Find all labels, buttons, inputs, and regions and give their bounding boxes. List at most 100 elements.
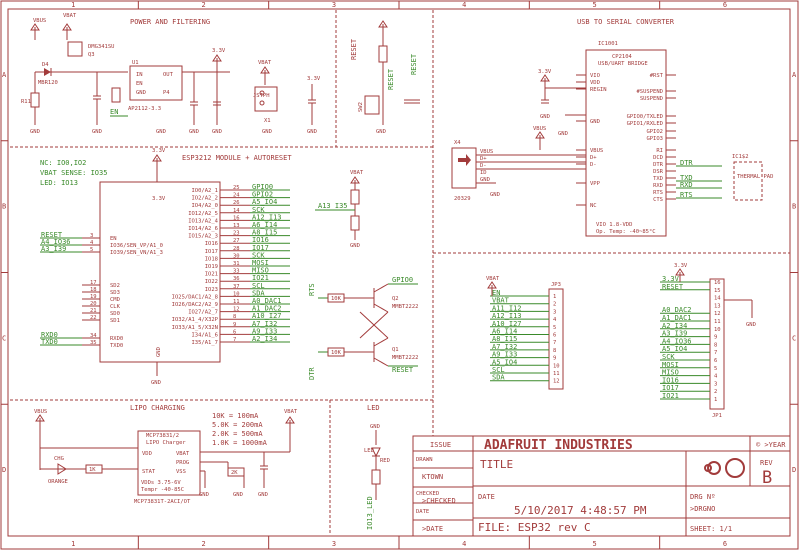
cp2104-chip bbox=[585, 49, 667, 237]
esp-gnd: GND bbox=[151, 380, 161, 386]
section-usb-title: USB TO SERIAL CONVERTER bbox=[577, 18, 675, 26]
jp1-ref: JP1 bbox=[712, 413, 722, 419]
row-label-left: B bbox=[2, 203, 6, 211]
cp2104-left-pin: VDD bbox=[590, 80, 600, 86]
jp3-pin: 8 bbox=[553, 348, 556, 354]
esp-right-net: IO16 bbox=[252, 236, 269, 244]
jp3-pin: 9 bbox=[553, 356, 556, 362]
jp1-pin: 7 bbox=[714, 350, 717, 356]
v33-cap: 3.3V bbox=[307, 76, 321, 82]
gnd-15: GND bbox=[233, 492, 243, 498]
esp-right-pin: IO0/A2_1 bbox=[192, 188, 219, 194]
esp-right-pin-num: 37 bbox=[233, 284, 240, 290]
usb-section: IC1001 CP2104 USB/UART BRIDGE VIO 1.8-VD… bbox=[451, 41, 773, 237]
mcp-sub: LIPO Charger bbox=[146, 440, 186, 446]
esp-right-pin: IO21 bbox=[205, 272, 218, 278]
usb-conn-ref: X4 bbox=[454, 140, 461, 146]
usb-v33: 3.3V bbox=[538, 69, 552, 75]
esp-right-pin-num: 8 bbox=[233, 314, 236, 320]
q1-part: MMBT2222 bbox=[392, 355, 419, 361]
jp3-pin: 11 bbox=[553, 371, 560, 377]
esp-right-pin-num: 28 bbox=[233, 246, 240, 252]
reset-title: RESET bbox=[350, 38, 358, 60]
esp-left-pin: TXD0 bbox=[110, 343, 123, 349]
gnd-2: GND bbox=[92, 129, 102, 135]
esp-right-pin: IO23 bbox=[205, 287, 218, 293]
jp1-net: IO16 bbox=[662, 376, 679, 384]
r11-ref: R11 bbox=[21, 99, 31, 105]
cp2104-right-pin: DCD bbox=[653, 155, 663, 161]
mcp73831-chip bbox=[137, 430, 201, 496]
esp-left-pin: CLK bbox=[110, 304, 121, 310]
u1-pin-out: OUT bbox=[163, 72, 174, 78]
r11-resistor bbox=[30, 92, 40, 108]
jp1-pin: 16 bbox=[714, 280, 721, 286]
drg-value: >DRGNO bbox=[690, 505, 715, 513]
section-lipo-title: LIPO CHARGING bbox=[130, 404, 185, 412]
cp2104-left-pin: VBUS bbox=[590, 148, 603, 154]
section-led-title: LED bbox=[367, 404, 380, 412]
esp-right-net: SDA bbox=[252, 289, 265, 297]
jp1-pin: 9 bbox=[714, 335, 717, 341]
u1-pin-in: IN bbox=[136, 72, 143, 78]
rts-net: RTS bbox=[308, 283, 316, 296]
usb-icon bbox=[458, 154, 471, 166]
gpio0-net: GPIO0 bbox=[392, 276, 413, 284]
esp-left-net: RESET bbox=[41, 231, 63, 239]
esp-right-net: A7_I32 bbox=[252, 320, 277, 328]
jp1-net: A1_DAC1 bbox=[662, 314, 692, 322]
cp2104-left-pin: D+ bbox=[590, 155, 597, 161]
jp3-pin: 10 bbox=[553, 363, 560, 369]
jp3-pin: 2 bbox=[553, 302, 556, 308]
charge-row: 2.0K = 500mA bbox=[212, 430, 263, 438]
row-label-left: D bbox=[2, 466, 6, 474]
col-label-top: 1 bbox=[71, 1, 75, 9]
esp-right-pin: IO12/A2_5 bbox=[188, 211, 218, 217]
esp-left-pin: SD1 bbox=[110, 318, 120, 324]
esp32-module bbox=[99, 181, 221, 363]
mcp-prog: PROG bbox=[176, 460, 189, 466]
jp1-net: MISO bbox=[662, 369, 679, 377]
copyright-year: © >YEAR bbox=[756, 441, 786, 449]
cp2104-right-pin: DTR bbox=[653, 162, 664, 168]
cp2104-left-pin: GND bbox=[590, 119, 600, 125]
col-label-top: 6 bbox=[723, 1, 727, 9]
reset-resistor bbox=[378, 45, 388, 63]
esp-left-pins: EN3RESETIO36/SEN_VP/A1_04A4_IO36IO39/SEN… bbox=[40, 231, 163, 349]
charge-row: 10K = 100mA bbox=[212, 412, 259, 420]
gnd-10: GND bbox=[540, 114, 550, 120]
jp3-net: A7_I32 bbox=[492, 343, 517, 351]
esp-right-net: SCK bbox=[252, 206, 265, 214]
title-block: ISSUE ADAFRUIT INDUSTRIES © >YEAR DRAWN … bbox=[412, 435, 791, 537]
file-name: FILE: ESP32 rev C bbox=[478, 521, 591, 534]
jp1-v33: 3.3V bbox=[674, 263, 688, 269]
q1-ref: Q1 bbox=[392, 347, 399, 353]
gnd-12: GND bbox=[490, 192, 500, 198]
usb-net-label: RXD bbox=[680, 181, 693, 189]
esp-right-net: MOSI bbox=[252, 259, 269, 267]
reset-switch bbox=[364, 95, 380, 115]
usb-vbus: VBUS bbox=[533, 126, 546, 132]
drawn-header: DRAWN bbox=[416, 457, 433, 463]
thermal-ref: IC1$2 bbox=[732, 154, 749, 160]
jst-connector bbox=[254, 86, 278, 112]
esp-right-net: A0_DAC1 bbox=[252, 297, 282, 305]
esp-right-pin-num: 36 bbox=[233, 276, 240, 282]
note-led: LED: IO13 bbox=[40, 179, 78, 187]
esp-right-pin-num: 16 bbox=[233, 215, 240, 221]
esp-right-pin-num: 10 bbox=[233, 291, 240, 297]
led-resistor bbox=[371, 469, 381, 485]
en-net: EN bbox=[110, 108, 118, 116]
date-stamp: 5/10/2017 4:48:57 PM bbox=[514, 504, 647, 517]
esp-right-pin-num: 30 bbox=[233, 253, 240, 259]
esp-right-pin: IO15/A2_3 bbox=[188, 234, 218, 240]
esp-right-pin: IO22 bbox=[205, 279, 218, 285]
esp-right-pin-num: 33 bbox=[233, 269, 240, 275]
gnd-6: GND bbox=[262, 129, 272, 135]
jp3-ref: JP3 bbox=[551, 282, 561, 288]
cp2104-right-pin: SUSPEND bbox=[640, 96, 663, 102]
